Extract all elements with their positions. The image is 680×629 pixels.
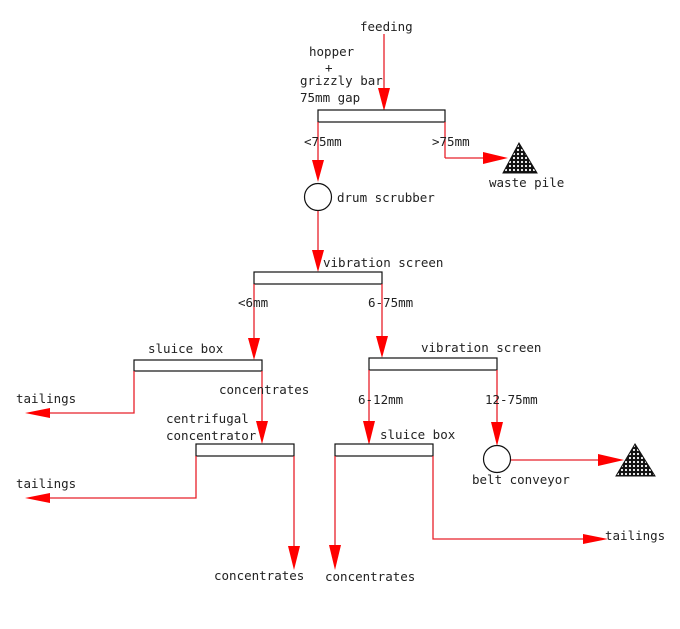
waste-pile-2-icon <box>615 443 656 477</box>
sluice-box-1-label: sluice box <box>148 341 224 356</box>
size-6-12-label: 6-12mm <box>358 392 403 407</box>
grizzly-label: grizzly bar <box>300 73 383 88</box>
centrifugal-concentrates-arrowhead <box>288 546 300 570</box>
sluice-2-tailings-arrowhead <box>583 534 608 544</box>
waste-pile-icon <box>502 141 538 174</box>
belt-conveyor-label: belt conveyor <box>472 472 570 487</box>
hopper-label: hopper <box>309 44 355 59</box>
sluice-box-1-box <box>133 359 263 372</box>
gap-label: 75mm gap <box>300 90 360 105</box>
feeding-label: feeding <box>360 19 413 34</box>
size-6-75-label: 6-75mm <box>368 295 413 310</box>
scrubber-to-screen-arrowhead <box>312 250 324 272</box>
over75-label: >75mm <box>432 134 470 149</box>
size-6-12-arrowhead <box>363 421 375 445</box>
concentrates-2-label: concentrates <box>214 568 304 583</box>
size-12-75-arrowhead <box>491 422 503 446</box>
sluice-1-tailings-arrowhead <box>25 408 50 418</box>
drum-scrubber-label: drum scrubber <box>337 190 435 205</box>
vibration-screen-2-box <box>368 357 498 371</box>
sluice-2-concentrates-arrowhead <box>329 545 341 570</box>
drum-scrubber-icon <box>303 182 333 212</box>
vibration-screen-1-label: vibration screen <box>323 255 443 270</box>
under6-arrowhead <box>248 338 260 360</box>
centrifugal-concentrator-box <box>195 443 295 457</box>
under75-arrowhead <box>312 160 324 182</box>
size-12-75-label: 12-75mm <box>485 392 538 407</box>
sluice-box-2-label: sluice box <box>380 427 456 442</box>
concentrates-3-label: concentrates <box>325 569 415 584</box>
sluice-1-tailings-line <box>40 371 135 414</box>
sluice-box-2-box <box>334 443 434 457</box>
plus-label: + <box>325 60 333 75</box>
vibration-screen-1-box <box>253 271 383 285</box>
under75-label: <75mm <box>304 134 342 149</box>
tailings-1-label: tailings <box>16 391 76 406</box>
vibration-screen-2-label: vibration screen <box>421 340 541 355</box>
tailings-2-label: tailings <box>16 476 76 491</box>
feed-arrowhead <box>378 88 390 111</box>
concentrator-label: concentrator <box>166 428 257 443</box>
sluice-1-concentrates-arrowhead <box>256 421 268 444</box>
under6-label: <6mm <box>238 295 268 310</box>
size-6-75-arrowhead <box>376 336 388 358</box>
centrifugal-label: centrifugal <box>166 411 249 426</box>
concentrates-1-label: concentrates <box>219 382 309 397</box>
waste-pile-label: waste pile <box>489 175 564 190</box>
over75-arrowhead <box>483 152 508 164</box>
centrifugal-tailings-arrowhead <box>25 493 50 503</box>
belt-conveyor-icon <box>482 444 512 474</box>
sluice-2-tailings-line <box>432 456 590 540</box>
centrifugal-tailings-line <box>40 456 197 499</box>
tailings-3-label: tailings <box>605 528 665 543</box>
hopper-grizzly-box <box>317 109 446 123</box>
conveyor-to-pile-arrowhead <box>598 454 624 466</box>
